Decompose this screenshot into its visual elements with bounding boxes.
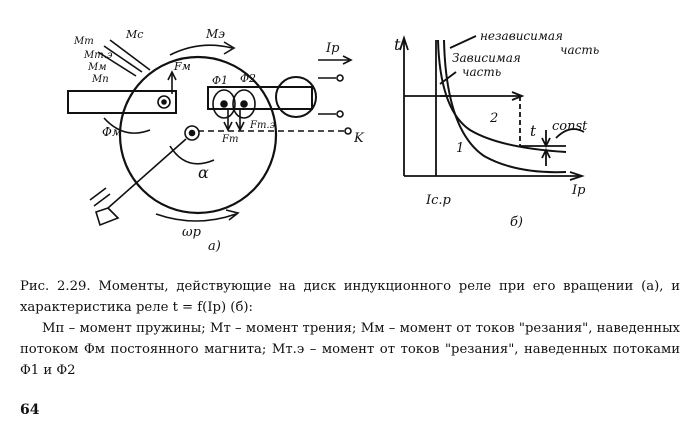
- disk: [118, 55, 278, 215]
- mm-label: Mм: [87, 62, 107, 73]
- figure-caption: Рис. 2.29. Моменты, действующие на диск …: [20, 276, 680, 381]
- coil: [275, 76, 317, 118]
- ip-label: Iр: [325, 41, 340, 56]
- mt-label: Mт: [73, 36, 94, 47]
- me-label: Mэ: [205, 27, 225, 41]
- caption-line-2: Mп – момент пружины; Mт – момент трения;…: [20, 321, 680, 378]
- fm-label: Fм: [173, 60, 191, 73]
- curve-2-label: 2: [489, 111, 498, 126]
- figure-a: [67, 39, 353, 227]
- k-label: K: [353, 131, 365, 146]
- mtz-label: Mт.э: [83, 50, 113, 61]
- ft-label: Fт: [221, 134, 238, 145]
- dependent-label: Зависимая: [452, 51, 521, 65]
- permanent-magnet: [67, 90, 177, 114]
- electromagnet-bar: [207, 86, 313, 110]
- independent-label: независимая: [480, 29, 563, 43]
- phi2-label: Φ2: [240, 72, 256, 85]
- mc-label: Mс: [125, 28, 143, 41]
- independent-label-2: часть: [560, 43, 599, 57]
- alpha-label: α: [198, 163, 209, 182]
- figure-b: [399, 35, 585, 181]
- fte-label: Fт.э: [249, 120, 276, 131]
- axis: [184, 125, 200, 141]
- curve-1-label: 1: [456, 141, 464, 156]
- figure: Mт Mт.э Mм Mп Mс Mэ Fм Φ1 Φ2 Fт Fт.э Φм …: [67, 27, 599, 254]
- axis-t-label: t: [394, 35, 401, 54]
- magnet-center: [157, 95, 171, 109]
- ic-label: Iс.р: [425, 193, 452, 208]
- curve-2: [437, 39, 567, 153]
- figure-b-sublabel: б): [510, 215, 523, 230]
- page-number: 64: [20, 402, 40, 418]
- phi1-label: Φ1: [212, 74, 228, 87]
- mp-label: Mп: [91, 74, 109, 85]
- curve-1: [443, 39, 567, 174]
- phim-label: Φм: [102, 125, 122, 139]
- dependent-label-2: часть: [462, 65, 501, 79]
- const-label: const: [552, 119, 588, 134]
- wp-label: ωр: [182, 225, 202, 240]
- axis-ip-label: Iр: [571, 183, 586, 198]
- t-const-label: t: [530, 122, 537, 140]
- caption-line-1: Рис. 2.29. Моменты, действующие на диск …: [20, 279, 680, 315]
- figure-a-sublabel: а): [208, 239, 221, 254]
